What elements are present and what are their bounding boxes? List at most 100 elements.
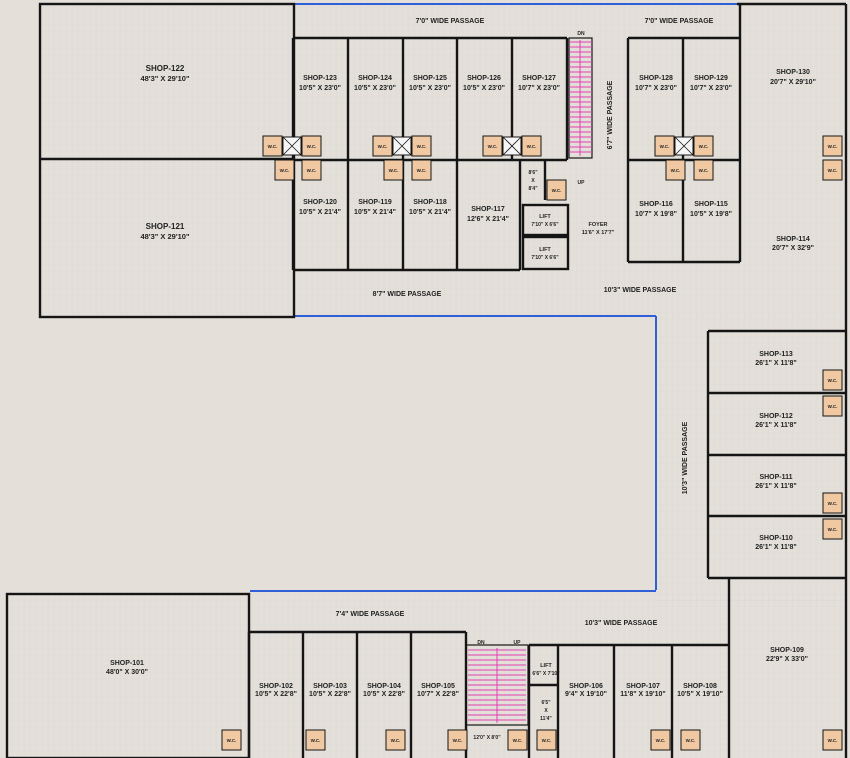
lift-dims: 7'10" X 6'6": [531, 222, 559, 228]
wc-blocks: W.C. W.C. W.C. W.C. W.C. W.C. W.C. W.C. W.C. W.C.…: [221, 135, 843, 751]
shop-dims: 10'7" X 23'0": [518, 85, 560, 92]
svg-text:W.C.: W.C.: [828, 144, 838, 149]
staircase-lower: [465, 644, 529, 726]
passage-label: 6'7" WIDE PASSAGE: [607, 80, 614, 149]
shop-dims: 10'5" X 21'4": [409, 209, 451, 216]
floor-lower: [7, 594, 846, 758]
shop-dims: 22'9" X 33'0": [766, 656, 808, 663]
shop-dims: 20'7" X 29'10": [770, 79, 816, 86]
svg-text:W.C.: W.C.: [828, 404, 838, 409]
svg-text:W.C.: W.C.: [311, 738, 321, 743]
wc-block: W.C.: [536, 729, 557, 751]
wc-block: W.C.: [301, 135, 322, 157]
shop-label: SHOP-110: [759, 535, 793, 542]
shop-label: SHOP-127: [522, 75, 556, 82]
lift-dims: 6'6" X 7'10": [532, 671, 560, 677]
svg-text:W.C.: W.C.: [671, 168, 681, 173]
wc-block: W.C.: [305, 729, 326, 751]
shop-label: SHOP-105: [421, 683, 455, 690]
wc-block: W.C.: [411, 159, 432, 181]
shop-label: SHOP-107: [626, 683, 660, 690]
shop-dims: 10'5" X 19'10": [677, 691, 723, 698]
wc-block: W.C.: [822, 492, 843, 514]
wc-block: W.C.: [693, 135, 714, 157]
wc-block: W.C.: [822, 369, 843, 391]
svg-text:W.C.: W.C.: [307, 144, 317, 149]
dim-text: 8'4": [528, 186, 538, 192]
svg-text:W.C.: W.C.: [686, 738, 696, 743]
floor-right: [656, 314, 846, 604]
passage-label: 10'3" WIDE PASSAGE: [604, 287, 677, 294]
wc-block: W.C.: [822, 159, 843, 181]
wc-block: W.C.: [665, 159, 686, 181]
passage-label: 7'0" WIDE PASSAGE: [416, 18, 485, 25]
wc-block: W.C.: [383, 159, 404, 181]
stair-dn-label: DN: [477, 640, 485, 646]
duct-cross: [282, 136, 302, 156]
shop-label: SHOP-111: [759, 474, 792, 481]
shop-label: SHOP-106: [569, 683, 603, 690]
shop-label: SHOP-125: [413, 75, 447, 82]
wc-block: W.C.: [372, 135, 393, 157]
wc-block: W.C.: [521, 135, 542, 157]
wc-block: W.C.: [822, 395, 843, 417]
svg-text:W.C.: W.C.: [828, 738, 838, 743]
shop-label: SHOP-126: [467, 75, 501, 82]
svg-text:W.C.: W.C.: [268, 144, 278, 149]
shop-dims: 26'1" X 11'8": [755, 360, 797, 367]
shop-label: SHOP-124: [358, 75, 392, 82]
passage-label: 7'4" WIDE PASSAGE: [336, 611, 405, 618]
wc-block: W.C.: [693, 159, 714, 181]
svg-text:W.C.: W.C.: [828, 168, 838, 173]
svg-text:W.C.: W.C.: [453, 738, 463, 743]
shop-label: SHOP-122: [146, 64, 185, 73]
dim-text: X: [544, 708, 548, 714]
passage-label: 10'3" WIDE PASSAGE: [682, 421, 689, 494]
shop-label: SHOP-119: [358, 199, 392, 206]
dim-text: 6'5": [541, 700, 551, 706]
svg-text:W.C.: W.C.: [660, 144, 670, 149]
shop-label: SHOP-112: [759, 413, 793, 420]
shop-label: SHOP-108: [683, 683, 717, 690]
shop-dims: 26'1" X 11'8": [755, 544, 797, 551]
lift-dims: 7'10" X 6'6": [531, 255, 559, 261]
dim-text: 12'0" X 8'0": [473, 735, 501, 741]
wc-block: W.C.: [650, 729, 671, 751]
wc-block: W.C.: [680, 729, 701, 751]
wc-block: W.C.: [507, 729, 528, 751]
shop-dims: 10'7" X 22'8": [417, 691, 459, 698]
dim-text: X: [531, 178, 535, 184]
shop-dims: 20'7" X 32'9": [772, 245, 814, 252]
shop-dims: 10'5" X 23'0": [299, 85, 341, 92]
shop-dims: 26'1" X 11'8": [755, 483, 797, 490]
shop-dims: 48'3" X 29'10": [140, 232, 189, 241]
passage-label: 8'7" WIDE PASSAGE: [373, 291, 442, 298]
shop-label: SHOP-114: [776, 236, 810, 243]
svg-text:W.C.: W.C.: [227, 738, 237, 743]
svg-text:W.C.: W.C.: [828, 378, 838, 383]
svg-text:W.C.: W.C.: [552, 188, 562, 193]
shop-dims: 10'5" X 23'0": [463, 85, 505, 92]
shop-dims: 9'4" X 19'10": [565, 691, 607, 698]
passage-label: 7'0" WIDE PASSAGE: [645, 18, 714, 25]
shop-dims: 10'5" X 23'0": [354, 85, 396, 92]
wc-block: W.C.: [447, 729, 468, 751]
wc-block: W.C.: [274, 159, 295, 181]
shop-label: SHOP-109: [770, 647, 804, 654]
shop-label: SHOP-117: [471, 206, 505, 213]
shop-dims: 10'5" X 22'8": [363, 691, 405, 698]
svg-text:W.C.: W.C.: [699, 168, 709, 173]
svg-text:W.C.: W.C.: [417, 144, 427, 149]
wc-block: W.C.: [385, 729, 406, 751]
stair-dn-label: DN: [577, 31, 585, 37]
shop-dims: 10'7" X 23'0": [690, 85, 732, 92]
svg-text:W.C.: W.C.: [488, 144, 498, 149]
svg-text:W.C.: W.C.: [513, 738, 523, 743]
svg-text:W.C.: W.C.: [389, 168, 399, 173]
shop-label: SHOP-101: [110, 660, 144, 667]
svg-text:W.C.: W.C.: [417, 168, 427, 173]
svg-text:W.C.: W.C.: [828, 501, 838, 506]
shop-labels: SHOP-122 48'3" X 29'10" SHOP-121 48'3" X…: [106, 64, 816, 698]
wc-block: W.C.: [262, 135, 283, 157]
lift-label: LIFT: [539, 214, 551, 220]
